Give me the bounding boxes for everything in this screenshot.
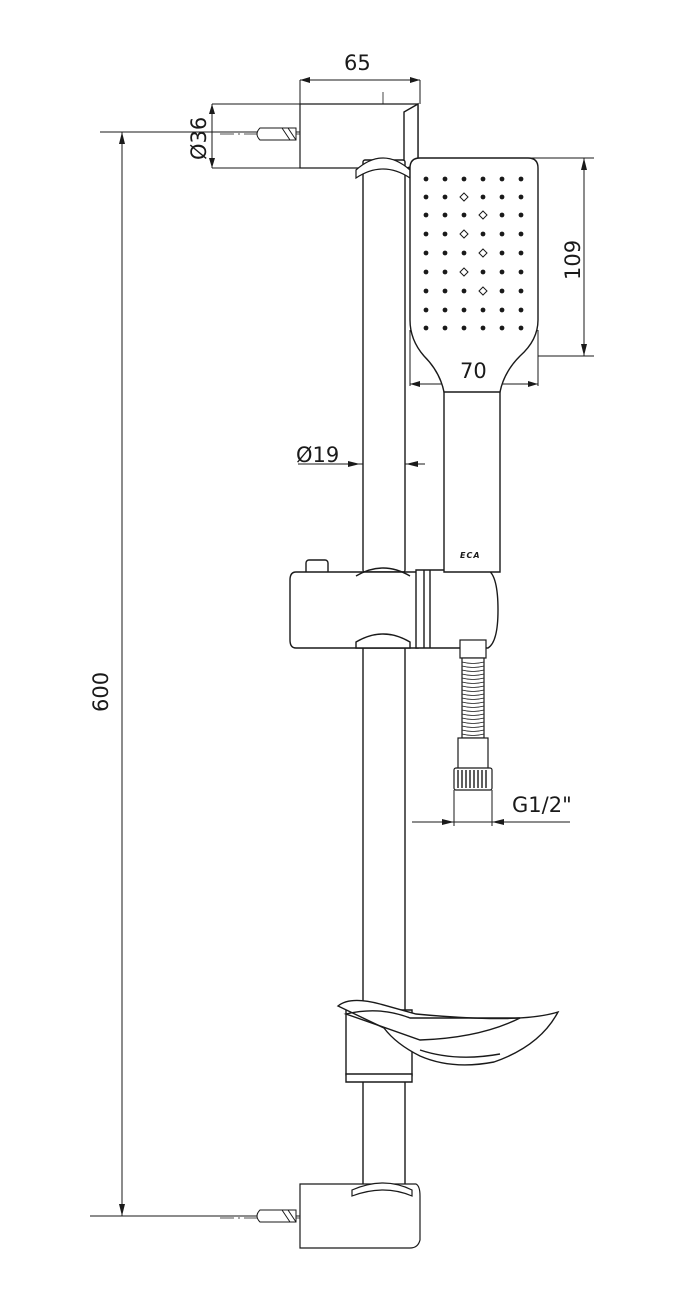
nozzle-dot <box>480 176 486 182</box>
dim-hose-thread: G1/2" <box>512 793 572 817</box>
nozzle-dot <box>499 307 505 313</box>
nozzle-dot <box>518 231 524 237</box>
nozzle-dot <box>499 269 505 275</box>
nozzle-dot <box>442 194 448 200</box>
nozzle-dot <box>442 176 448 182</box>
nozzle-dot <box>518 325 524 331</box>
nozzle-dot <box>499 288 505 294</box>
slider-holder <box>289 559 499 649</box>
nozzle-dot <box>442 325 448 331</box>
nozzle-dot <box>499 212 505 218</box>
nozzle-diamond <box>459 229 469 239</box>
nozzle-dot <box>518 250 524 256</box>
nozzle-diamond <box>478 248 488 258</box>
nozzle-dot <box>461 212 467 218</box>
hose-rib <box>461 669 485 672</box>
nozzle-dot <box>499 231 505 237</box>
shower-hose <box>453 639 493 791</box>
nozzle-dot <box>442 250 448 256</box>
nozzle-diamond <box>459 267 469 277</box>
hand-shower: ECA <box>409 157 539 573</box>
nozzle-dot <box>518 212 524 218</box>
dim-bar-diameter: Ø19 <box>296 443 339 467</box>
hose-rib <box>461 665 485 668</box>
nozzle-dot <box>461 288 467 294</box>
hose-rib <box>461 661 485 664</box>
nozzle-dot <box>518 269 524 275</box>
hose-rib <box>461 721 485 724</box>
dim-mount-width: 65 <box>344 51 371 75</box>
nozzle-dot <box>442 269 448 275</box>
hose-rib <box>461 689 485 692</box>
nozzle-dot <box>461 176 467 182</box>
nozzle-dot <box>499 194 505 200</box>
nozzle-dot <box>499 250 505 256</box>
nozzle-dot <box>480 307 486 313</box>
arrowheads <box>119 77 587 1216</box>
nozzle-dot <box>480 194 486 200</box>
hose-rib <box>461 673 485 676</box>
nozzle-dot <box>518 194 524 200</box>
hose-rib <box>461 677 485 680</box>
nozzle-diamond <box>459 192 469 202</box>
nozzle-dot <box>480 269 486 275</box>
nozzle-dot <box>518 176 524 182</box>
dim-wall-flange-diameter: Ø36 <box>187 117 211 160</box>
nozzle-dot <box>518 307 524 313</box>
dim-handset-height: 109 <box>561 240 585 280</box>
nozzle-dot <box>423 288 429 294</box>
soap-dish <box>336 999 560 1083</box>
nozzle-dot <box>442 307 448 313</box>
nozzle-dot <box>442 212 448 218</box>
nozzle-dot <box>442 231 448 237</box>
hose-rib <box>461 681 485 684</box>
hose-rib <box>461 685 485 688</box>
brand-logo: ECA <box>460 551 481 560</box>
nozzle-dot <box>518 288 524 294</box>
nozzle-dot <box>499 176 505 182</box>
dimension-labels: 65 Ø36 600 Ø19 109 70 G1/2" <box>89 51 585 817</box>
hose-rib <box>461 717 485 720</box>
nozzle-diamond <box>478 286 488 296</box>
nozzle-grid <box>423 176 524 331</box>
nozzle-dot <box>423 231 429 237</box>
hose-rib <box>461 709 485 712</box>
nozzle-dot <box>461 307 467 313</box>
nozzle-dot <box>423 212 429 218</box>
hose-rib <box>461 705 485 708</box>
hose-rib <box>461 697 485 700</box>
dim-bar-length: 600 <box>89 672 113 712</box>
hose-rib <box>461 725 485 728</box>
hose-rib <box>461 693 485 696</box>
dim-handset-width: 70 <box>460 359 487 383</box>
nozzle-dot <box>423 307 429 313</box>
hose-rib <box>461 733 485 736</box>
nozzle-dot <box>480 325 486 331</box>
nozzle-dot <box>423 194 429 200</box>
nozzle-dot <box>423 269 429 275</box>
hose-rib <box>461 701 485 704</box>
nozzle-dot <box>480 231 486 237</box>
nozzle-dot <box>423 176 429 182</box>
hose-rib <box>461 729 485 732</box>
nozzle-dot <box>442 288 448 294</box>
nozzle-dot <box>499 325 505 331</box>
hose-rib <box>461 713 485 716</box>
nozzle-diamond <box>478 210 488 220</box>
nozzle-dot <box>461 250 467 256</box>
nozzle-dot <box>461 325 467 331</box>
nozzle-dot <box>423 250 429 256</box>
nozzle-dot <box>423 325 429 331</box>
